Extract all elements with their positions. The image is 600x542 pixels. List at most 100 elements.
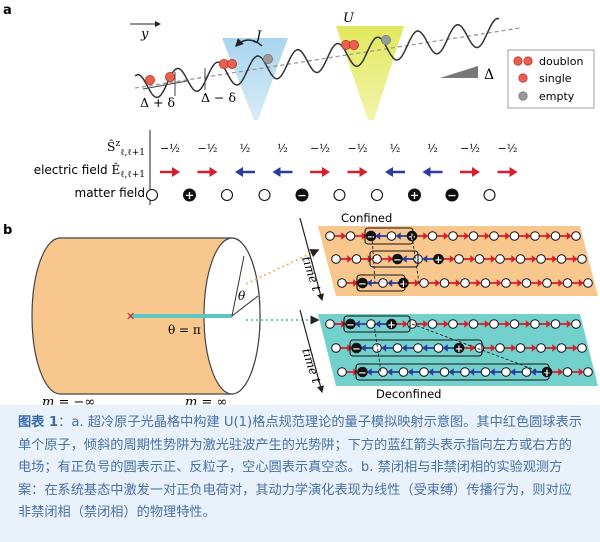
confined-row2-site-5 xyxy=(439,278,450,288)
confined-row1-arrow-4 xyxy=(422,255,435,263)
deconf-row1-site-0 xyxy=(331,343,341,353)
deconf-row0-sign-3: + xyxy=(387,320,395,331)
deconf-row0-site-2 xyxy=(366,319,376,329)
deconf-row2-sign-10: + xyxy=(543,368,551,379)
cylinder: ✕ xyxy=(31,237,261,395)
deconf-row2-site-3 xyxy=(398,367,409,377)
electric-row-label: electric field Êℓ,ℓ+1 xyxy=(34,162,145,180)
deconf-row0-arrow-5 xyxy=(436,320,449,328)
spin-value-7: ½ xyxy=(427,142,438,155)
deconf-row1-site-4 xyxy=(413,343,423,353)
confined-row2-site-12 xyxy=(583,278,593,288)
matter-site-0 xyxy=(145,188,159,202)
confined-row2-arrow-9 xyxy=(530,279,543,287)
confined-row1-arrow-2 xyxy=(381,255,394,263)
m-right-label: m = ∞ xyxy=(185,395,227,405)
svg-text:✕: ✕ xyxy=(126,310,135,323)
time-axis-bottom xyxy=(299,309,324,394)
atoms-group xyxy=(144,35,391,86)
confined-row2-site-1 xyxy=(357,277,368,289)
deconf-row2-site-8 xyxy=(501,367,511,377)
confined-row0-site-2 xyxy=(365,230,377,242)
field-arrow-5 xyxy=(347,167,368,177)
confined-row2-arrow-2 xyxy=(387,279,400,287)
deconf-row0-site-0 xyxy=(325,319,335,329)
deconf-row0-site-7 xyxy=(468,319,479,329)
panel-b-label: b xyxy=(3,223,12,238)
deconf-row2-arrow-6 xyxy=(469,368,482,376)
confined-row1-site-6 xyxy=(454,254,464,264)
confined-row0-arrow-4 xyxy=(416,232,429,240)
confined-row2-site-7 xyxy=(480,278,491,288)
confined-row1-site-8 xyxy=(495,254,505,264)
deconf-guide xyxy=(373,323,547,375)
confined-row0-arrow-11 xyxy=(559,232,572,240)
deconf-row2-arrow-5 xyxy=(448,368,461,376)
optical-lattice-potential xyxy=(134,17,500,99)
spin-row-label: Ŝzℓ,ℓ+1 xyxy=(107,138,145,158)
confined-row1-arrow-5 xyxy=(442,255,455,263)
confined-row1-site-5 xyxy=(433,253,444,265)
confined-row0-site-12 xyxy=(571,231,581,241)
figure: a y J U Δ + δ Δ − δ doublon single empty… xyxy=(3,3,598,405)
confined-row1-arrow-9 xyxy=(524,255,537,263)
matter-site-3 xyxy=(258,188,271,202)
deconf-row2-arrow-8 xyxy=(510,368,523,376)
confined-row2-site-8 xyxy=(501,278,511,288)
caption-label: 图表 1 xyxy=(18,415,59,430)
confined-row1-arrow-3 xyxy=(401,255,414,263)
confined-row1-site-11 xyxy=(556,254,567,264)
confined-row0-arrow-1 xyxy=(354,232,367,240)
deconf-row0-arrow-11 xyxy=(559,320,572,328)
deconf-row2-site-2 xyxy=(378,367,388,377)
confined-row2-site-0 xyxy=(337,278,347,288)
confined-row2-arrow-0 xyxy=(346,279,359,287)
confined-row2-arrow-7 xyxy=(489,279,502,287)
matter-site-1 xyxy=(183,188,196,202)
deconf-row1-site-10 xyxy=(536,343,546,353)
deconf-row0-site-10 xyxy=(530,319,540,329)
spin-value-8: −½ xyxy=(460,142,480,155)
deconf-row1-sign-6: + xyxy=(455,344,463,355)
confined-label: Confined xyxy=(341,211,392,225)
m-left-label: m = −∞ xyxy=(42,395,95,405)
matter-field-row: +−+− xyxy=(145,188,496,202)
deconf-row2-arrow-0 xyxy=(346,368,359,376)
deconf-row0-arrow-2 xyxy=(375,320,388,328)
matter-sign-4: − xyxy=(297,189,306,202)
spin-value-9: −½ xyxy=(498,142,518,155)
deconf-row2-site-1 xyxy=(357,366,368,378)
deconf-row2-site-0 xyxy=(337,367,347,377)
deconf-row0-site-1 xyxy=(345,318,356,330)
deconf-row0-site-5 xyxy=(427,319,438,329)
field-arrow-2 xyxy=(235,167,255,177)
time-label-bottom: time t xyxy=(299,347,323,386)
deconf-row0-arrow-10 xyxy=(539,320,552,328)
confined-row2-arrow-5 xyxy=(448,279,461,287)
spin-value-2: ½ xyxy=(240,142,251,155)
electric-field-row xyxy=(160,167,518,177)
confined-row1-sign-5: + xyxy=(434,255,442,266)
deconf-row0-sign-1: − xyxy=(346,320,354,331)
deconf-row2-arrow-1 xyxy=(366,368,379,376)
confined-row2-arrow-4 xyxy=(428,279,441,287)
confined-row1-site-12 xyxy=(577,254,587,264)
deconf-row0-arrow-3 xyxy=(395,320,408,328)
confined-row2-sign-3: + xyxy=(399,279,407,290)
deconf-row0-arrow-6 xyxy=(457,320,470,328)
confined-row1-site-9 xyxy=(515,254,526,264)
tilt-line xyxy=(134,27,521,89)
deconf-row1-site-11 xyxy=(556,343,567,353)
deconf-box-2 xyxy=(355,363,550,381)
deconf-row2-site-9 xyxy=(521,367,532,377)
deconf-row0-site-3 xyxy=(386,318,397,330)
confined-row2-arrow-11 xyxy=(571,279,584,287)
field-arrow-9 xyxy=(497,167,518,177)
theta-eq-label: θ = π xyxy=(168,323,201,337)
field-arrow-3 xyxy=(272,167,293,177)
confined-row0-arrow-3 xyxy=(395,232,408,240)
tilt-wedge-icon xyxy=(440,66,478,78)
deconf-row1-arrow-11 xyxy=(565,344,578,352)
u-label: U xyxy=(343,11,355,26)
deconf-row1-site-1 xyxy=(351,342,362,354)
